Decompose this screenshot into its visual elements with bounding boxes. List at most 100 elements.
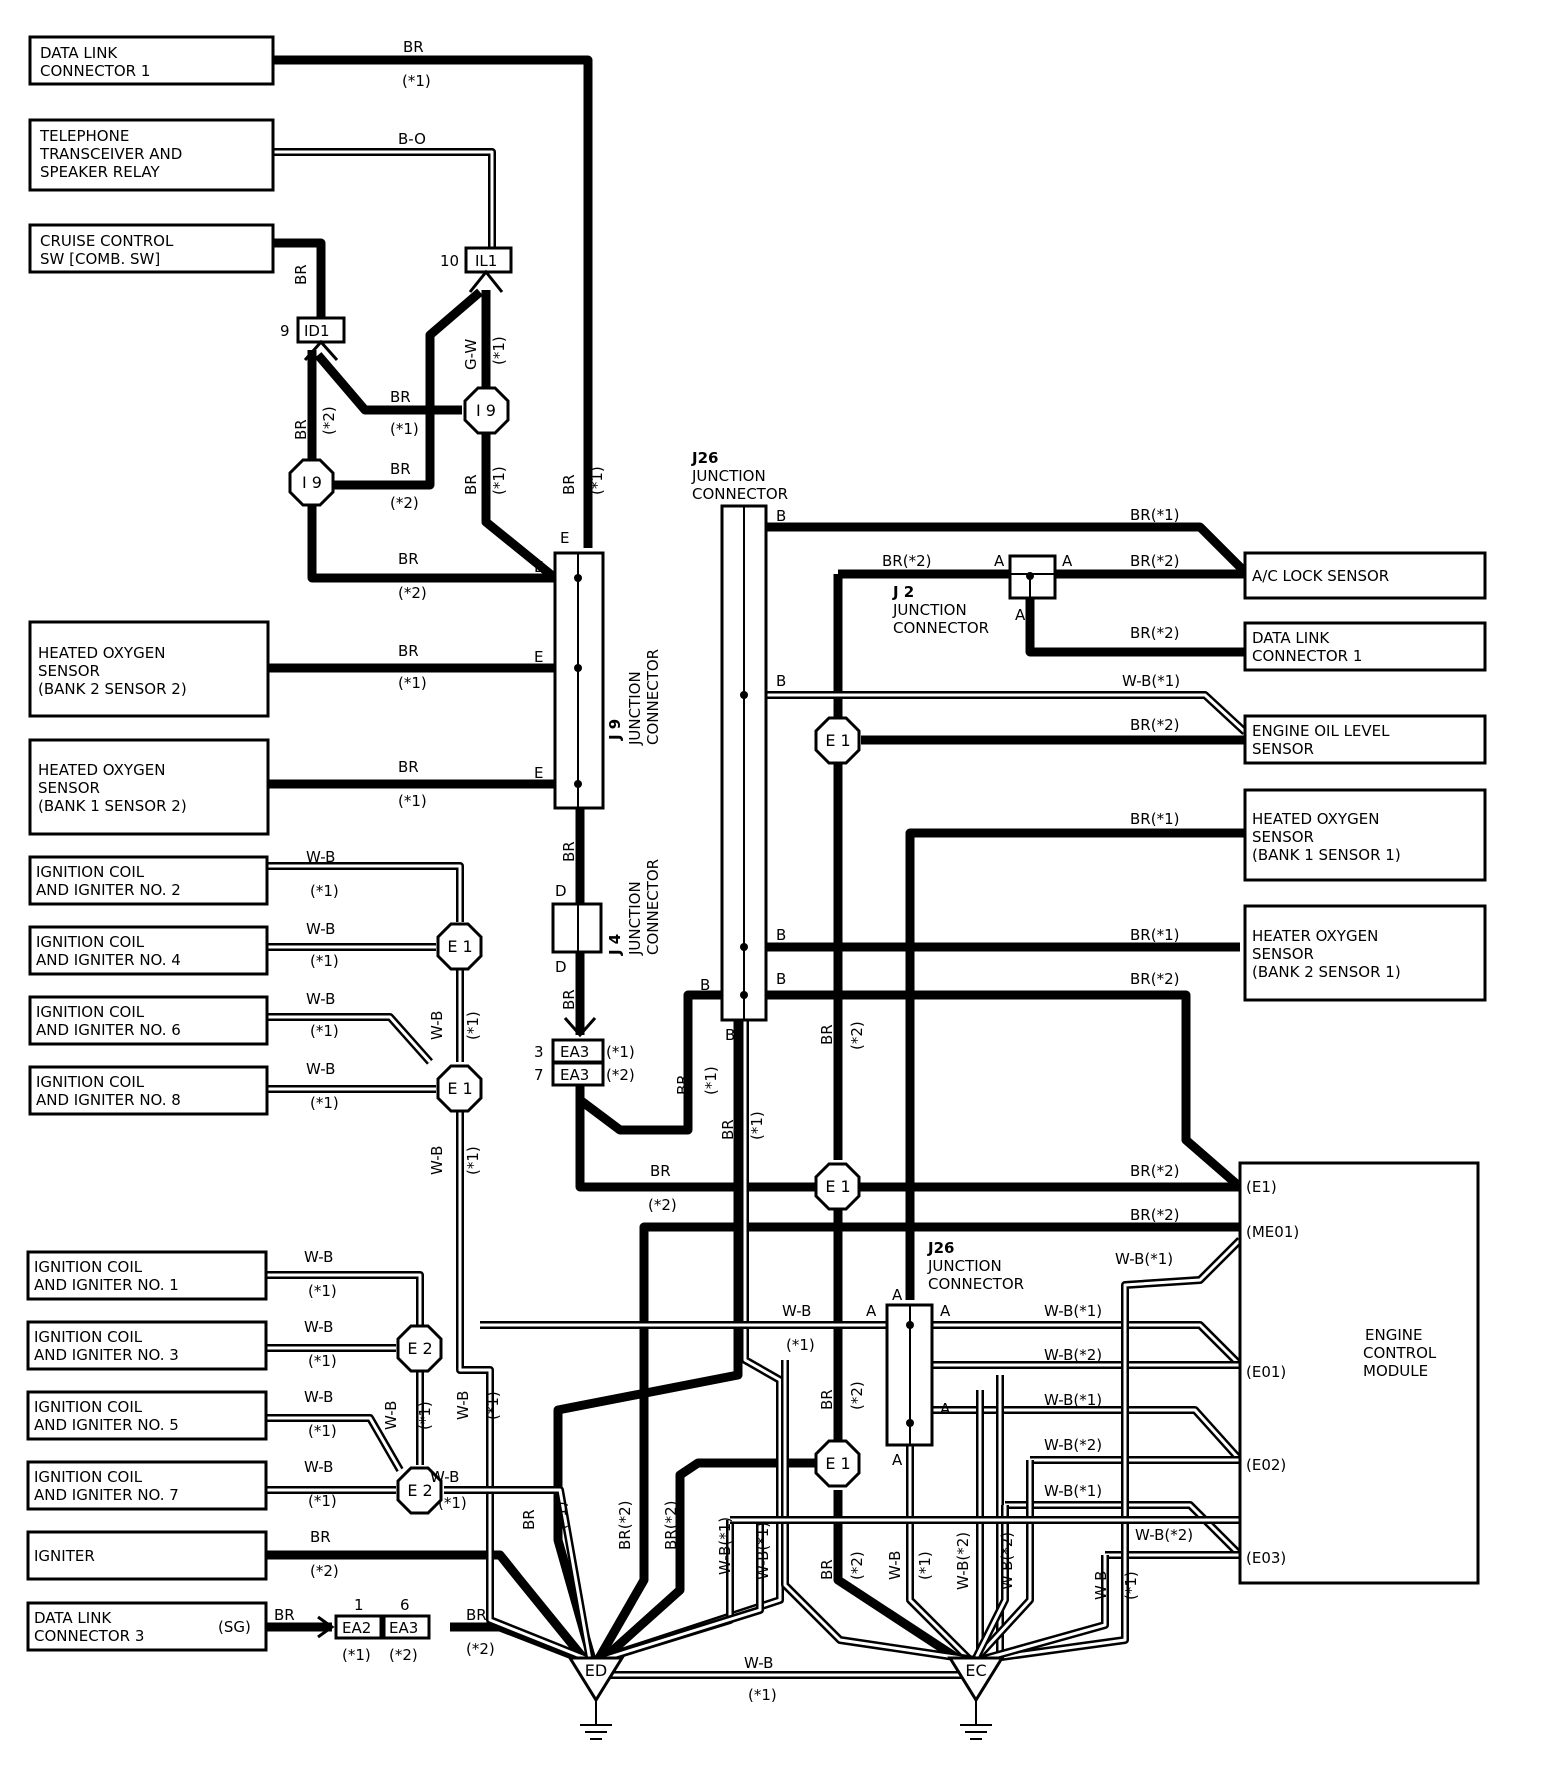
ho2-b2s2-line2: SENSOR bbox=[38, 662, 100, 680]
wire-note: (*1) bbox=[416, 1401, 434, 1430]
pin-label: E bbox=[534, 764, 543, 782]
wire-label: W-B bbox=[428, 1146, 446, 1175]
wire-note: (*2) bbox=[466, 1640, 495, 1658]
id1-connector: ID1 9 bbox=[280, 316, 346, 361]
coil3-line1: IGNITION COIL bbox=[34, 1328, 143, 1346]
wire-label: BR bbox=[560, 989, 578, 1010]
wire-label: W-B bbox=[306, 920, 335, 938]
pin-label: B bbox=[725, 1026, 735, 1044]
e1-r3-label: E 1 bbox=[825, 1454, 850, 1473]
ecm-box: ENGINE CONTROL MODULE (E1) (ME01) (E01) … bbox=[1238, 1161, 1480, 1585]
wire-label: W-B bbox=[306, 848, 335, 866]
wire-label: W-B(*2) bbox=[1044, 1436, 1102, 1454]
pin-label: A bbox=[994, 552, 1005, 570]
wire-label: W-B(*1) bbox=[1122, 672, 1180, 690]
ecm-pin-e02: (E02) bbox=[1246, 1456, 1286, 1474]
e1-r3-splice: E 1 bbox=[814, 1439, 861, 1488]
oil-level-box: ENGINE OIL LEVEL SENSOR bbox=[1243, 714, 1487, 765]
e1-b-label: E 1 bbox=[447, 1079, 472, 1098]
pin-label: E bbox=[534, 648, 543, 666]
pin-label: E bbox=[534, 558, 543, 576]
coil2-line1: IGNITION COIL bbox=[36, 863, 145, 881]
wire-label: W-B(*1) bbox=[1044, 1482, 1102, 1500]
wire-note: (*2) bbox=[848, 1021, 866, 1050]
wire-label: BR bbox=[560, 841, 578, 862]
wire-note: (*1) bbox=[310, 1022, 339, 1040]
coil4-box: IGNITION COIL AND IGNITER NO. 4 bbox=[28, 925, 269, 976]
grounds: ED EC bbox=[567, 1656, 1005, 1740]
ea2-label: EA2 bbox=[342, 1619, 371, 1637]
id1-label: ID1 bbox=[304, 322, 330, 340]
wire-note: (*1) bbox=[390, 420, 419, 438]
telephone-box: TELEPHONE TRANSCEIVER AND SPEAKER RELAY bbox=[28, 118, 275, 192]
ho2-b2s1-line1: HEATER OXYGEN bbox=[1252, 927, 1378, 945]
coil6-line2: AND IGNITER NO. 6 bbox=[36, 1021, 181, 1039]
j26-top-label-3: CONNECTOR bbox=[692, 485, 788, 503]
ea3-a-note: (*1) bbox=[606, 1043, 635, 1061]
ea3-b-pin: 7 bbox=[534, 1066, 544, 1084]
ecm-pin-e03: (E03) bbox=[1246, 1549, 1286, 1567]
wire-label: BR(*1) bbox=[1130, 506, 1179, 524]
wire-label: BR bbox=[310, 1528, 331, 1546]
wb-wires bbox=[267, 148, 1248, 1679]
j26-bottom-connector: J26 JUNCTION CONNECTOR bbox=[885, 1239, 1024, 1447]
e2-a-label: E 2 bbox=[407, 1339, 432, 1358]
ho2-b1s2-box: HEATED OXYGEN SENSOR (BANK 1 SENSOR 2) bbox=[28, 738, 270, 836]
coil1-box: IGNITION COIL AND IGNITER NO. 1 bbox=[26, 1250, 268, 1301]
j26-top-label-1: J26 bbox=[691, 449, 718, 467]
telephone-line1: TELEPHONE bbox=[39, 127, 129, 145]
wire-note: (*1) bbox=[308, 1492, 337, 1510]
e1-a-label: E 1 bbox=[447, 937, 472, 956]
wire-label: W-B bbox=[304, 1458, 333, 1476]
wire-note: (*1) bbox=[464, 1011, 482, 1040]
wire-note: (*1) bbox=[398, 674, 427, 692]
i9-left-splice: I 9 bbox=[288, 458, 335, 507]
coil6-line1: IGNITION COIL bbox=[36, 1003, 145, 1021]
wire-label: W-B bbox=[304, 1388, 333, 1406]
coil7-box: IGNITION COIL AND IGNITER NO. 7 bbox=[26, 1460, 268, 1511]
wire-label: BR(*2) bbox=[616, 1501, 634, 1550]
wire-label: W-B bbox=[306, 1060, 335, 1078]
wire-label: BR bbox=[398, 550, 419, 568]
e2-a-splice: E 2 bbox=[396, 1324, 443, 1373]
wire-note: (*1) bbox=[438, 1494, 467, 1512]
wire-label: W-B bbox=[454, 1391, 472, 1420]
ac-lock-line1: A/C LOCK SENSOR bbox=[1252, 567, 1389, 585]
wire-label: BR bbox=[390, 388, 411, 406]
dlc1-top-line2: CONNECTOR 1 bbox=[40, 62, 150, 80]
wire-label: BR bbox=[292, 264, 310, 285]
inline-connectors: IL1 10 ID1 9 EA3 3 (*1) EA3 7 (*2) EA2 bbox=[280, 246, 635, 1664]
il1-connector: IL1 10 bbox=[440, 246, 513, 293]
telephone-line2: TRANSCEIVER AND bbox=[39, 145, 182, 163]
pin-label: B bbox=[776, 926, 786, 944]
oil-level-line2: SENSOR bbox=[1252, 740, 1314, 758]
ho2-b1s1-line1: HEATED OXYGEN bbox=[1252, 810, 1379, 828]
wire-label: W-B bbox=[886, 1551, 904, 1580]
coil8-box: IGNITION COIL AND IGNITER NO. 8 bbox=[28, 1065, 269, 1116]
pin-label: E bbox=[560, 529, 569, 547]
wire-label: BR bbox=[466, 1606, 487, 1624]
pin-label: B bbox=[776, 970, 786, 988]
j26-top-connector: J26 JUNCTION CONNECTOR bbox=[691, 449, 788, 1022]
coil5-line1: IGNITION COIL bbox=[34, 1398, 143, 1416]
telephone-line3: SPEAKER RELAY bbox=[40, 163, 161, 181]
wire-note: (*2) bbox=[848, 1381, 866, 1410]
wire-label: BR(*1) bbox=[1130, 810, 1179, 828]
wire-label: W-B bbox=[744, 1654, 773, 1672]
wire-label: W-B bbox=[382, 1401, 400, 1430]
wire-note: (*1) bbox=[464, 1146, 482, 1175]
j4-label-3: CONNECTOR bbox=[644, 859, 662, 955]
ea3-c-note: (*2) bbox=[389, 1646, 418, 1664]
ground-ec: EC bbox=[947, 1656, 1005, 1740]
wire-note: (*2) bbox=[648, 1196, 677, 1214]
wire-label: BR bbox=[560, 474, 578, 495]
coil1-line2: AND IGNITER NO. 1 bbox=[34, 1276, 179, 1294]
wire-label: BR bbox=[818, 1024, 836, 1045]
pin-label: A bbox=[866, 1302, 877, 1320]
wire-label: BR(*2) bbox=[1130, 552, 1179, 570]
dlc1-right-box: DATA LINK CONNECTOR 1 bbox=[1243, 621, 1487, 672]
wire-labels: BR (*1) B-O BR BR (*2) BR (*1) BR (*2) G… bbox=[274, 38, 1193, 1704]
j9-connector: J 9 JUNCTION CONNECTOR bbox=[553, 551, 662, 810]
